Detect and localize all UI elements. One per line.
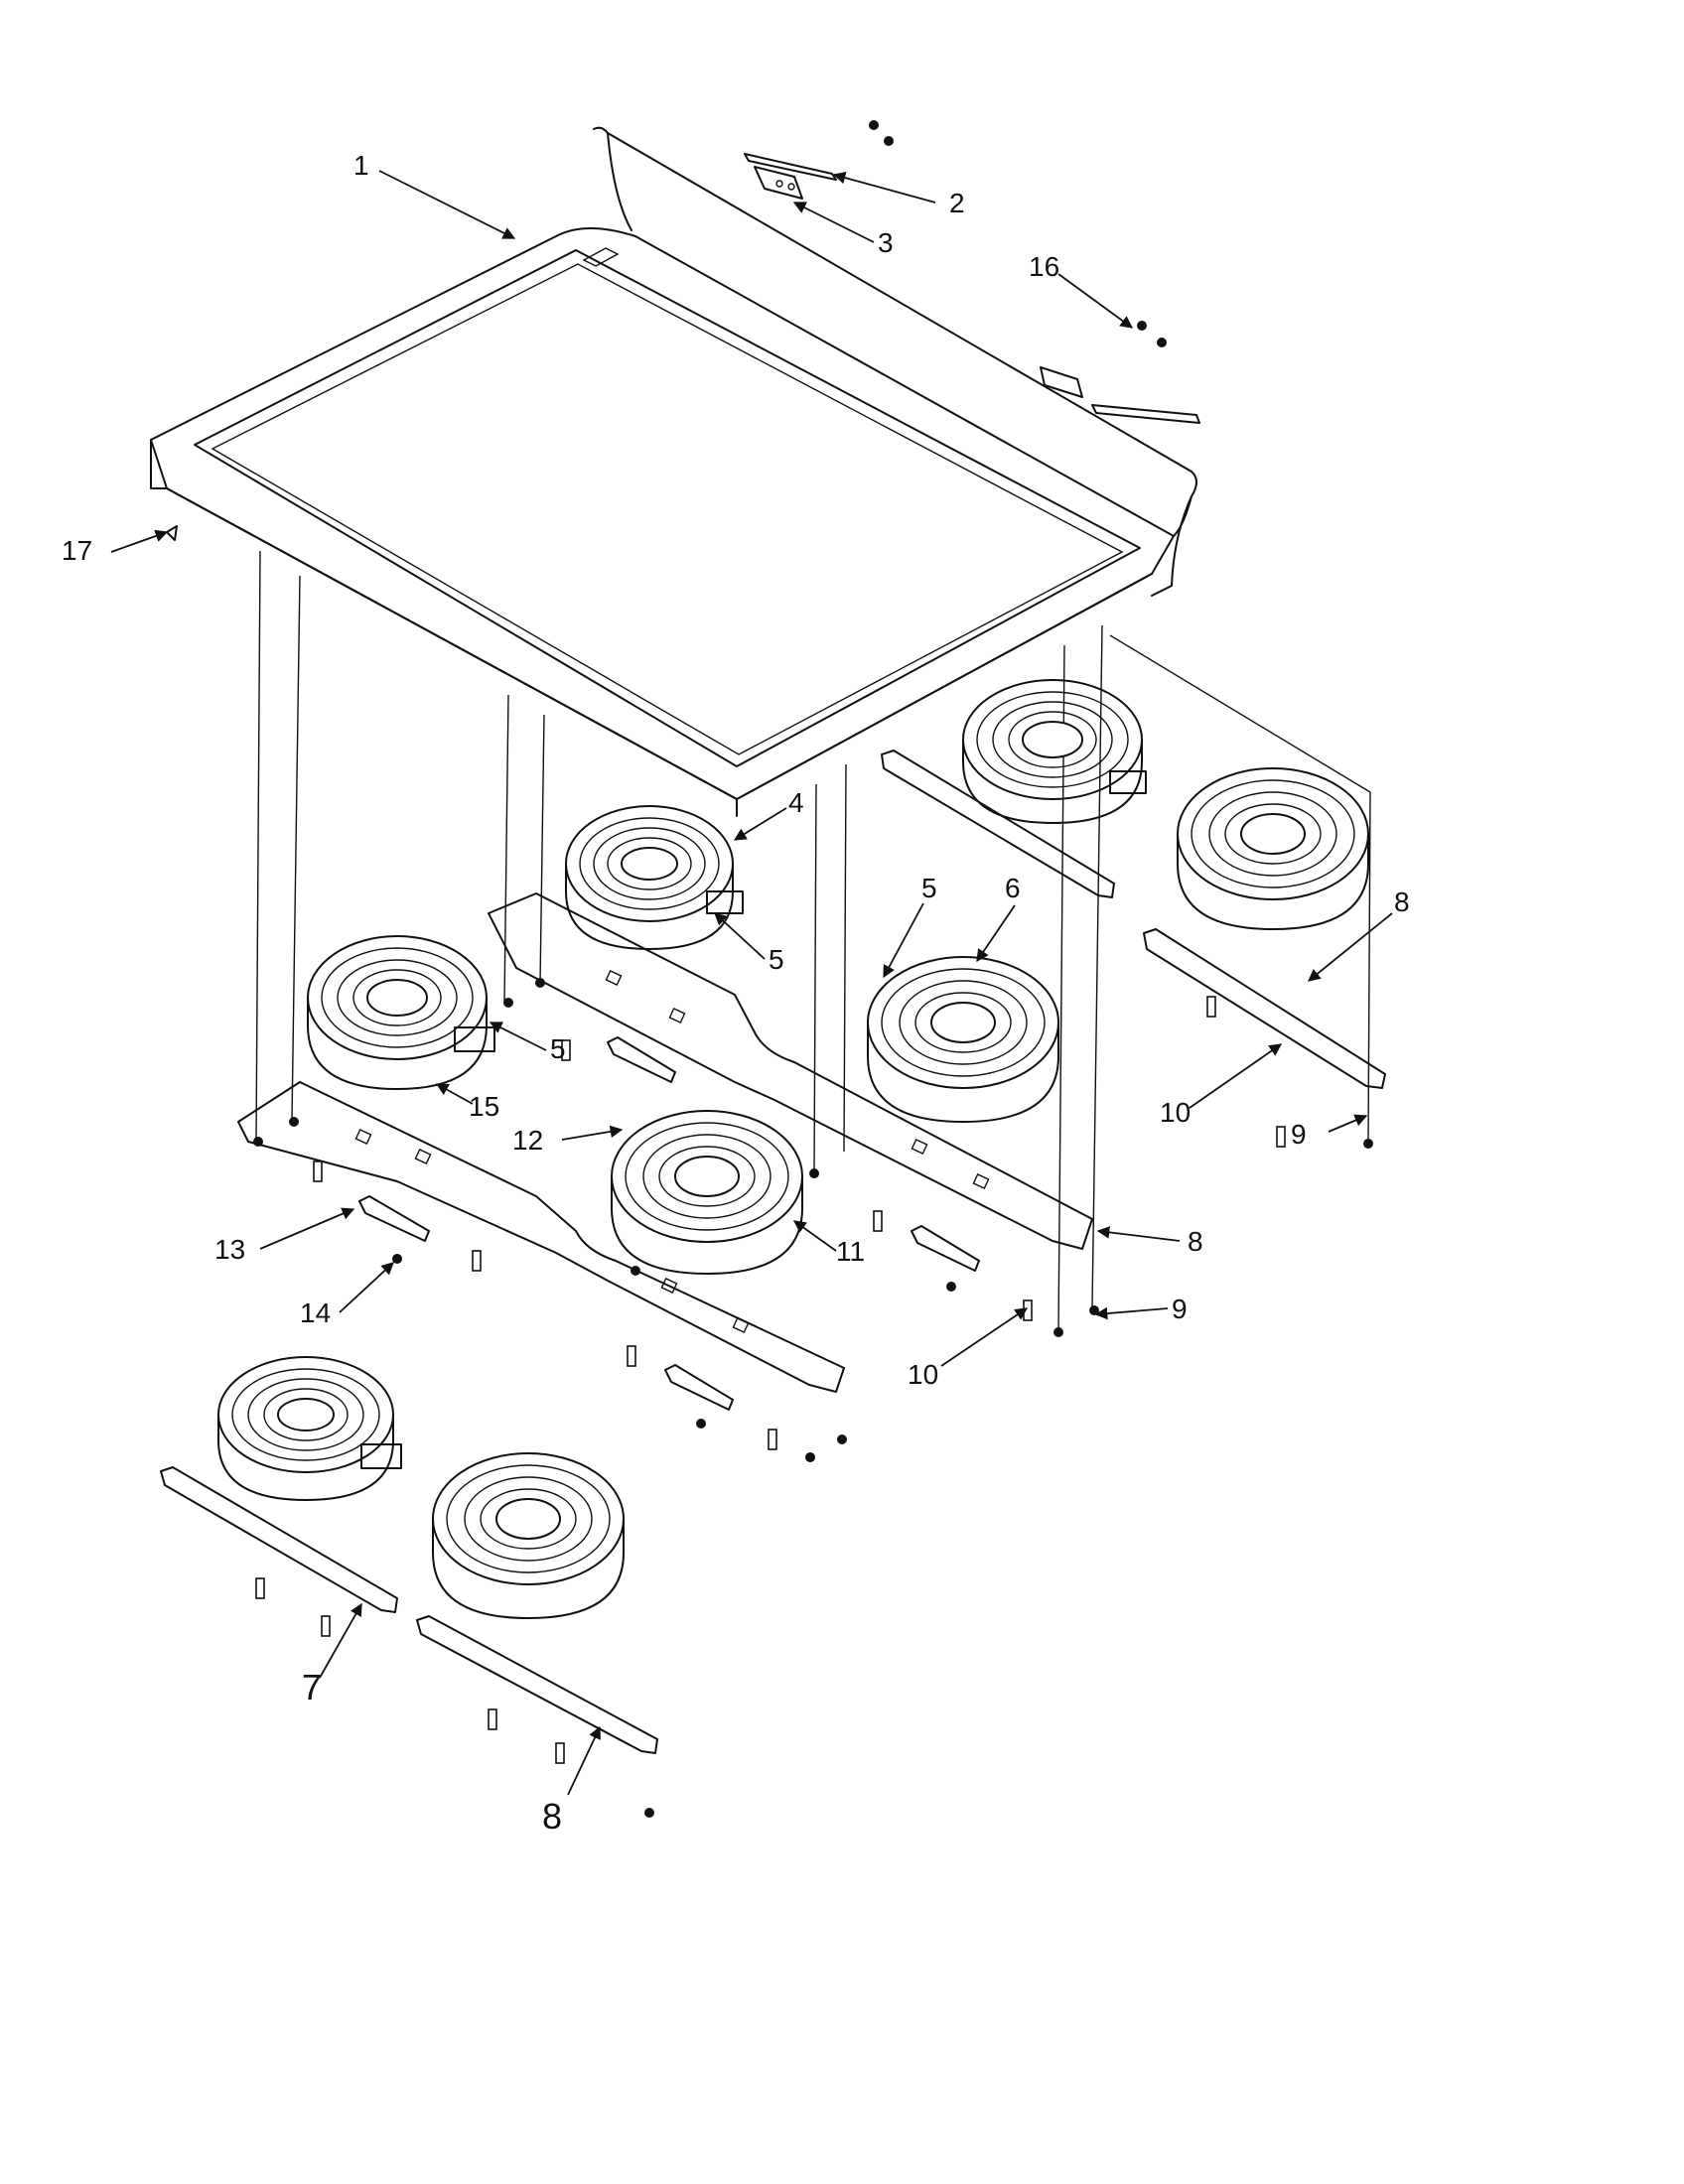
cooktop-main-top xyxy=(150,126,1197,817)
surface-element-11 xyxy=(611,1110,803,1275)
callout-1: 1 xyxy=(353,150,369,181)
callout-14: 14 xyxy=(300,1297,331,1328)
callout-3: 3 xyxy=(878,227,894,258)
hinge-bracket-right xyxy=(1040,321,1200,424)
strap-rear-right xyxy=(881,750,1115,898)
callout-11: 11 xyxy=(836,1236,865,1267)
leader-lines xyxy=(110,170,1393,1796)
support-bracket-front xyxy=(237,1081,845,1393)
callout-13: 13 xyxy=(214,1234,245,1265)
callout-8a: 8 xyxy=(1394,887,1410,917)
support-bracket-rear xyxy=(488,892,1093,1250)
callout-5b: 5 xyxy=(550,1033,566,1064)
callout-6: 6 xyxy=(1005,873,1021,903)
surface-element-bottom-left xyxy=(217,1356,402,1501)
strap-8-bottom xyxy=(416,1615,658,1754)
surface-element-6 xyxy=(867,956,1059,1123)
callout-17: 17 xyxy=(62,535,92,566)
callout-10a: 10 xyxy=(1160,1097,1191,1128)
callout-10b: 10 xyxy=(908,1359,938,1390)
callout-9a: 9 xyxy=(1291,1119,1307,1150)
callout-9b: 9 xyxy=(1172,1294,1188,1324)
strap-7 xyxy=(160,1466,398,1613)
clip-right xyxy=(911,1225,980,1272)
surface-element-bottom-center xyxy=(432,1452,625,1619)
callout-8c: 8 xyxy=(542,1796,562,1837)
surface-element-rear-right xyxy=(962,679,1147,824)
callout-12: 12 xyxy=(512,1125,543,1156)
callout-labels: 1 2 3 4 5 5 5 6 7 8 8 8 9 9 10 10 11 12 … xyxy=(62,150,1410,1837)
callout-4: 4 xyxy=(788,787,804,818)
hinge-bracket-left xyxy=(744,120,894,200)
callout-8b: 8 xyxy=(1188,1226,1203,1257)
alignment-lines xyxy=(255,550,1371,1331)
callout-16: 16 xyxy=(1029,251,1059,282)
surface-element-15 xyxy=(307,935,495,1090)
fasteners xyxy=(253,978,1373,1818)
callout-7: 7 xyxy=(302,1667,322,1707)
surface-element-4 xyxy=(565,805,744,950)
clip-rear xyxy=(607,1036,676,1083)
callout-5c: 5 xyxy=(921,873,937,903)
callout-15: 15 xyxy=(469,1091,499,1122)
screw-17 xyxy=(166,525,178,541)
strap-8-right xyxy=(1143,928,1386,1089)
callout-5a: 5 xyxy=(769,944,784,975)
clip-13 xyxy=(358,1195,430,1242)
clip-front-lower xyxy=(664,1364,734,1411)
callout-2: 2 xyxy=(949,188,965,218)
surface-element-far-right xyxy=(1177,767,1369,930)
